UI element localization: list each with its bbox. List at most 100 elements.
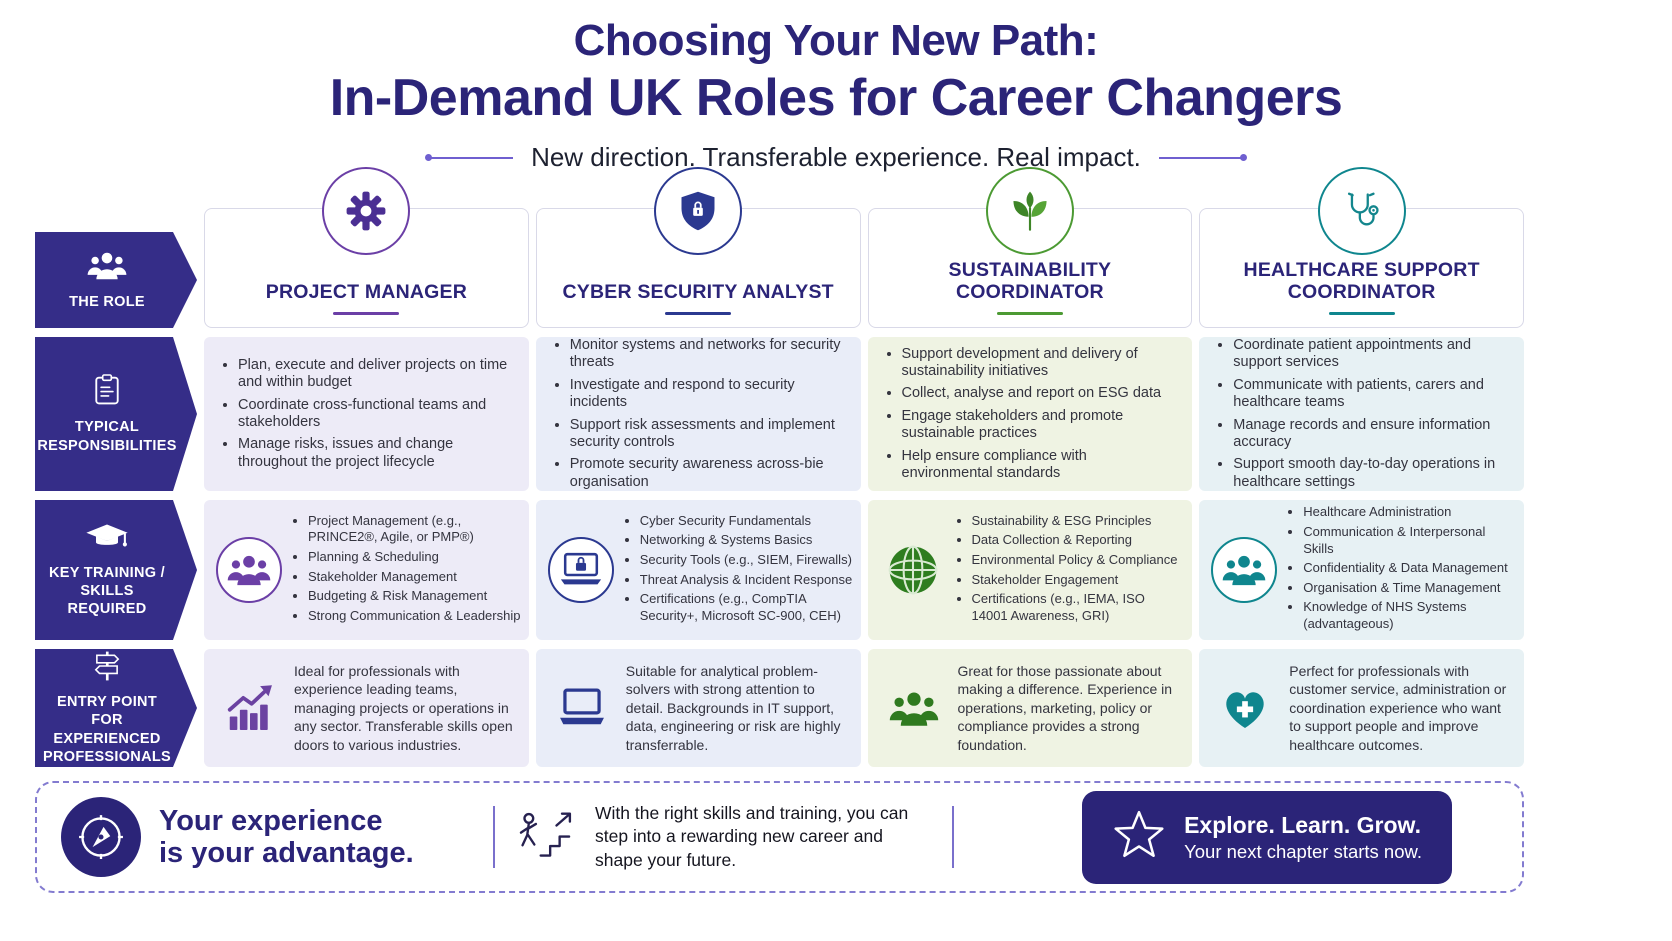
page-title-line1: Choosing Your New Path: [573, 16, 1099, 65]
footer-banner: Your experience is your advantage. With … [35, 781, 1524, 893]
list-item: Support risk assessments and implement s… [570, 417, 847, 452]
list-item: Project Management (e.g., PRINCE2®, Agil… [308, 513, 521, 546]
role-title: CYBER SECURITY ANALYST [562, 280, 834, 303]
responsibilities-list: Plan, execute and deliver projects on ti… [220, 357, 515, 471]
footer-tagline-line1: Your experience [159, 804, 383, 837]
cta-text: Explore. Learn. Grow. Your next chapter … [1184, 811, 1422, 863]
responsibilities-cell: Support development and delivery of sust… [867, 337, 1193, 491]
list-item: Networking & Systems Basics [640, 532, 853, 549]
list-item: Knowledge of NHS Systems (advantageous) [1303, 599, 1516, 632]
row-label-typical-responsibilities: TYPICAL RESPONSIBILITIES [35, 337, 197, 491]
list-item: Monitor systems and networks for securit… [570, 337, 847, 372]
entry-point-text: Great for those passionate about making … [957, 662, 1173, 753]
list-item: Coordinate cross-functional teams and st… [238, 397, 515, 432]
list-item: Stakeholder Management [308, 569, 521, 586]
laptop-icon [550, 686, 614, 730]
list-item: Sustainability & ESG Principles [972, 513, 1185, 530]
heart-cross-icon [1213, 684, 1277, 733]
role-card: PROJECT MANAGER [204, 167, 529, 328]
list-item: Help ensure compliance with environmenta… [902, 448, 1179, 483]
role-card: HEALTHCARE SUPPORT COORDINATOR [1199, 167, 1524, 328]
list-item: Support smooth day-to-day operations in … [1233, 456, 1510, 491]
list-item: Security Tools (e.g., SIEM, Firewalls) [640, 552, 853, 569]
list-item: Organisation & Time Management [1303, 580, 1516, 597]
list-item: Certifications (e.g., IEMA, ISO 14001 Aw… [972, 591, 1185, 624]
list-item: Communicate with patients, carers and he… [1233, 377, 1510, 412]
list-item: Collect, analyse and report on ESG data [902, 385, 1179, 402]
role-title: HEALTHCARE SUPPORT COORDINATOR [1243, 258, 1480, 303]
shield-lock-icon [654, 167, 743, 255]
skills-cell: Cyber Security Fundamentals Networking &… [535, 500, 861, 640]
entry-point-text: Ideal for professionals with experience … [294, 662, 513, 753]
signpost-icon [92, 650, 122, 687]
footer-divider [952, 806, 954, 868]
row-label-the-role: THE ROLE [35, 232, 197, 328]
list-item: Engage stakeholders and promote sustaina… [902, 408, 1179, 443]
clipboard-icon [92, 373, 122, 412]
skills-list: Healthcare Administration Communication … [1287, 504, 1516, 635]
row-label-text: ENTRY POINT FOR EXPERIENCED PROFESSIONAL… [43, 694, 171, 765]
list-item: Communication & Interpersonal Skills [1303, 524, 1516, 557]
stethoscope-icon [1317, 167, 1406, 255]
laptop-lock-icon [547, 537, 614, 603]
footer-tagline-line2: is your advantage. [159, 837, 414, 869]
row-label-key-training: KEY TRAINING / SKILLS REQUIRED [35, 500, 197, 640]
role-underline [333, 311, 400, 315]
entry-point-cell: Suitable for analytical problem-solvers … [535, 649, 861, 767]
footer-message: With the right skills and training, you … [595, 802, 909, 870]
entry-point-cell: Ideal for professionals with experience … [204, 649, 529, 767]
graduation-cap-icon [85, 522, 129, 558]
responsibilities-cell: Monitor systems and networks for securit… [535, 337, 861, 491]
globe-icon [880, 537, 946, 603]
footer-divider [493, 806, 495, 868]
career-steps-icon [517, 809, 577, 866]
list-item: Confidentiality & Data Management [1303, 560, 1516, 577]
growth-chart-icon [218, 681, 282, 735]
header: Choosing Your New Path: In-Demand UK Rol… [0, 0, 1672, 178]
subtitle: New direction. Transferable experience. … [531, 142, 1141, 172]
comparison-table: THE ROLE TYPICAL RESPONSIBILITIES [0, 167, 1672, 767]
responsibilities-list: Monitor systems and networks for securit… [552, 337, 847, 491]
list-item: Stakeholder Engagement [972, 572, 1185, 589]
role-card: CYBER SECURITY ANALYST [535, 167, 861, 328]
list-item: Healthcare Administration [1303, 504, 1516, 521]
role-underline [996, 311, 1063, 315]
team-circle-icon [216, 537, 282, 603]
list-item: Coordinate patient appointments and supp… [1233, 337, 1510, 372]
cta-panel: Explore. Learn. Grow. Your next chapter … [1082, 790, 1452, 884]
list-item: Promote security awareness across-bie or… [570, 456, 847, 491]
skills-list: Cyber Security Fundamentals Networking &… [624, 513, 853, 628]
row-label-text: THE ROLE [69, 294, 145, 310]
role-title: SUSTAINABILITY COORDINATOR [948, 258, 1112, 303]
list-item: Cyber Security Fundamentals [640, 513, 853, 530]
role-title: PROJECT MANAGER [265, 280, 468, 303]
list-item: Strong Communication & Leadership [308, 608, 521, 625]
list-item: Manage records and ensure information ac… [1233, 417, 1510, 452]
team-circle-icon [1211, 537, 1278, 603]
cta-subtitle: Your next chapter starts now. [1184, 840, 1422, 862]
row-label-text: TYPICAL RESPONSIBILITIES [37, 419, 177, 454]
list-item: Planning & Scheduling [308, 549, 521, 566]
footer-message-section: With the right skills and training, you … [517, 802, 930, 873]
list-item: Environmental Policy & Compliance [972, 552, 1185, 569]
gear-icon [322, 167, 411, 255]
row-label-text: KEY TRAINING / SKILLS REQUIRED [49, 564, 165, 618]
list-item: Budgeting & Risk Management [308, 588, 521, 605]
entry-point-text: Perfect for professionals with customer … [1289, 662, 1507, 753]
list-item: Investigate and respond to security inci… [570, 377, 847, 412]
skills-cell: Healthcare Administration Communication … [1199, 500, 1524, 640]
subtitle-left-rule [425, 154, 514, 161]
entry-point-cell: Perfect for professionals with customer … [1199, 649, 1524, 767]
responsibilities-cell: Plan, execute and deliver projects on ti… [204, 337, 529, 491]
skills-list: Project Management (e.g., PRINCE2®, Agil… [292, 513, 521, 628]
cta-title: Explore. Learn. Grow. [1184, 812, 1421, 839]
team-icon [87, 249, 127, 287]
responsibilities-list: Support development and delivery of sust… [884, 346, 1179, 483]
responsibilities-list: Coordinate patient appointments and supp… [1215, 337, 1510, 491]
people-group-icon [882, 688, 946, 729]
list-item: Data Collection & Reporting [972, 532, 1185, 549]
skills-cell: Project Management (e.g., PRINCE2®, Agil… [204, 500, 529, 640]
page-title-line2: In-Demand UK Roles for Career Changers [329, 69, 1343, 127]
subtitle-row: New direction. Transferable experience. … [0, 142, 1672, 173]
